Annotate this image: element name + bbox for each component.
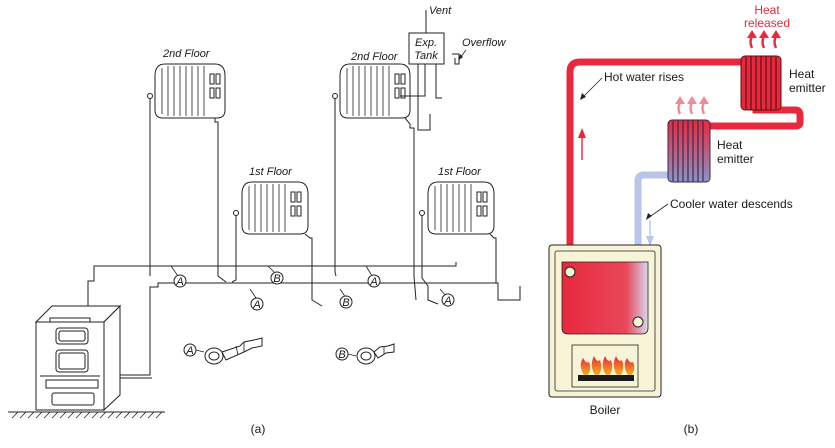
fitting-marker-5: B [339,288,353,309]
fitting-legend-b: B [335,343,395,365]
panel-a: Exp. Tank Vent Overflow [8,5,521,436]
main-pipes [87,262,521,379]
vent-label: Vent [429,5,452,17]
heat-emitter-top-label-line2: emitter [789,81,826,95]
fitting-marker-6: A [439,288,455,307]
heat-arrows-top [747,30,781,49]
radiator-2nd-floor-right [332,57,431,301]
fitting-marker-4: A [365,265,381,288]
fitting-marker-2: B [267,265,284,285]
svg-text:A: A [369,276,377,288]
svg-text:B: B [342,297,349,309]
hot-water-rises-label: Hot water rises [604,70,684,84]
floor-label-2nd-left: 2nd Floor [162,48,211,60]
fitting-marker-3: A [249,288,264,311]
boiler-flames [580,356,635,375]
svg-text:B: B [338,349,345,361]
radiator-1st-floor-right [419,181,497,305]
caption-a: (a) [251,422,266,436]
overflow-label: Overflow [462,37,506,49]
heat-emitter-top [740,55,782,111]
svg-text:A: A [252,299,260,311]
flow-down-arrow [646,220,654,246]
radiator-1st-floor-left [231,181,323,307]
panel-b: Heat released Hot water rises Heat emitt… [548,3,826,436]
flow-up-arrow [578,128,586,160]
heat-released-label-line2: released [744,16,790,30]
expansion-tank: Exp. Tank Vent Overflow [408,5,506,99]
floor-label-2nd-right: 2nd Floor [350,51,399,63]
svg-text:A: A [443,295,451,307]
heat-released-label-line1: Heat [754,3,780,17]
heat-emitter-middle-label-line1: Heat [717,138,743,152]
floor-label-1st-left: 1st Floor [249,166,293,178]
radiator-2nd-floor-left [147,63,227,283]
svg-text:A: A [185,345,193,357]
exp-tank-label-line2: Tank [414,50,438,62]
exp-tank-label-line1: Exp. [415,37,437,49]
floor-label-1st-right: 1st Floor [438,166,482,178]
svg-text:A: A [175,276,183,288]
cooler-water-label: Cooler water descends [670,197,793,211]
heat-emitter-top-label-line1: Heat [789,67,815,81]
caption-b: (b) [684,422,699,436]
svg-text:B: B [273,273,280,285]
ground-line [8,411,165,419]
fitting-marker-1: A [170,265,187,288]
heat-arrows-middle [675,96,709,115]
boiler-label: Boiler [590,403,621,417]
fitting-legend-a: A [183,337,263,365]
boiler-a [34,304,122,412]
hot-water-pipe [566,58,804,268]
heat-emitter-middle-label-line2: emitter [717,152,754,166]
boiler-b [548,244,662,398]
cool-water-pipe [634,171,680,318]
heat-emitter-middle [667,119,711,183]
